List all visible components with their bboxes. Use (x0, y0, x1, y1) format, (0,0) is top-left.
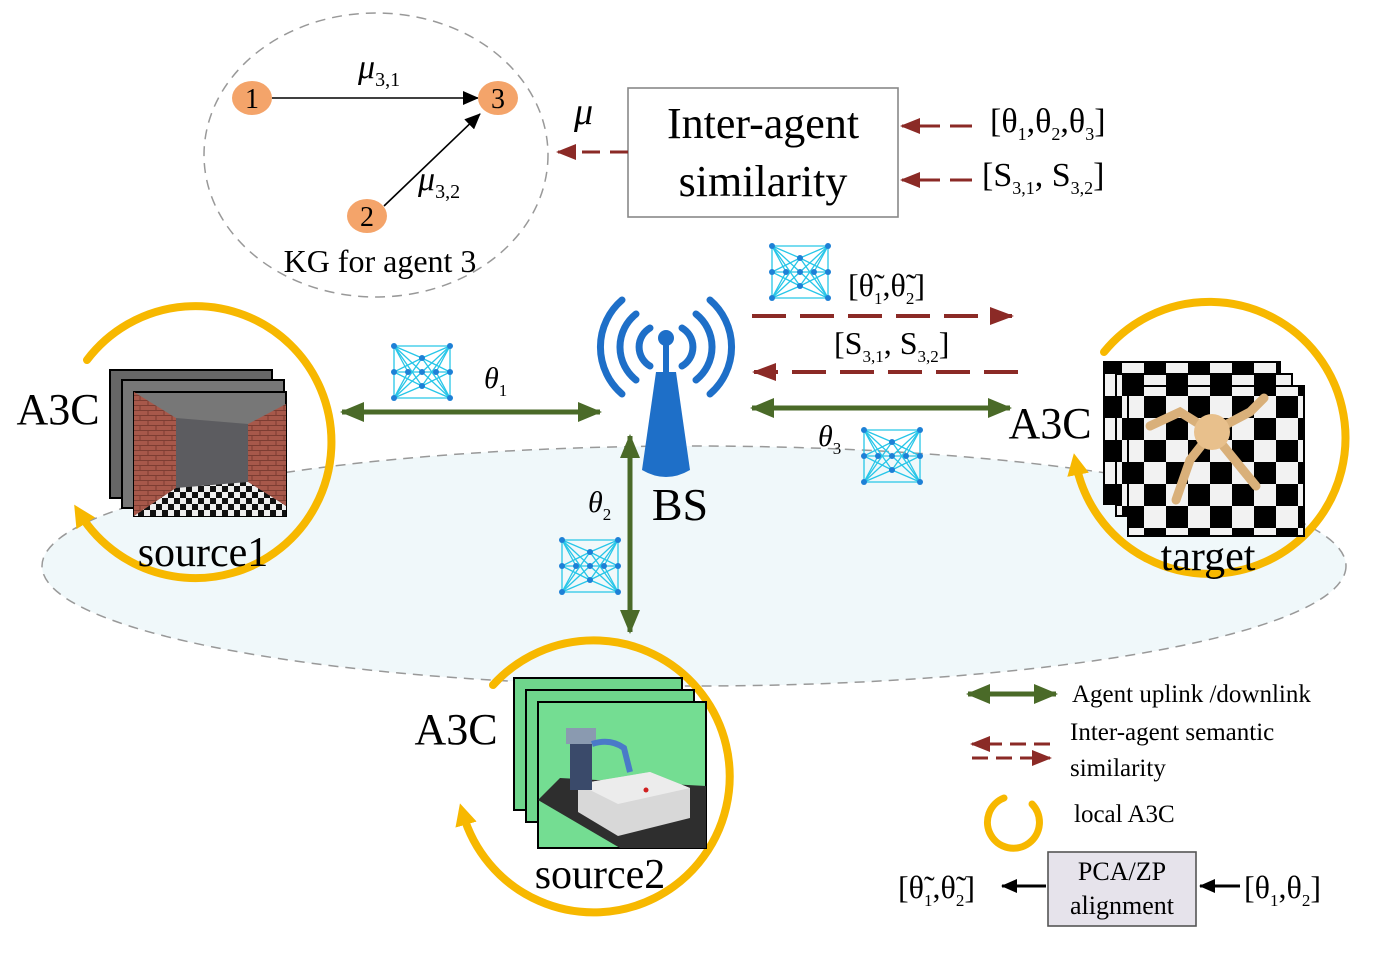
similarity-line1: Inter-agent (667, 99, 859, 148)
kg-node-2 (347, 199, 387, 233)
target-label: target (1161, 534, 1256, 580)
bs-antenna-mast (663, 340, 669, 374)
agent-source2: A3C source2 (414, 636, 734, 917)
nn-icon-source1 (390, 342, 454, 402)
legend-semantic-label-2: similarity (1070, 755, 1166, 782)
base-station: BS (597, 296, 735, 530)
source1-algo-label: A3C (16, 385, 99, 434)
legend-uplink-label: Agent uplink /downlink (1072, 681, 1311, 708)
legend-local-a3c-icon (984, 794, 1043, 852)
source2-algo-label: A3C (414, 705, 497, 754)
kg-edge-2-3 (383, 113, 481, 207)
pca-line2: alignment (1070, 891, 1175, 920)
kg-edge-2-3-label: μ3,2 (417, 161, 460, 203)
pca-output-label: [θ̃1,θ̃2] (898, 869, 975, 910)
pca-box (1047, 851, 1197, 927)
agent-source1: A3C source1 (16, 302, 336, 583)
pca-module: PCA/ZP alignment [θ̃1,θ̃2] [θ1,θ2] (898, 851, 1321, 927)
theta2-label: θ2 (588, 486, 611, 524)
kg-caption: KG for agent 3 (284, 243, 477, 279)
source1-maze-frames (109, 369, 287, 517)
kg-node-1-label: 1 (245, 84, 259, 115)
kg-edge-1-3-label: μ3,1 (357, 49, 400, 91)
target-a3c-loop (1067, 297, 1350, 578)
target-ant-frames (1103, 361, 1305, 537)
similarity-input-1: [θ1,θ2,θ3] (990, 103, 1106, 144)
bs-label: BS (652, 479, 708, 530)
similarity-line2: similarity (679, 157, 848, 206)
kg-boundary (203, 12, 549, 298)
pca-input-label: [θ1,θ2] (1244, 869, 1321, 910)
kg-node-1 (232, 81, 272, 115)
target-semantic-down-label: [S3,1, S3,2] (834, 325, 949, 366)
pca-line1: PCA/ZP (1078, 857, 1166, 886)
similarity-output-label: μ (573, 91, 593, 133)
theta3-label: θ3 (818, 420, 841, 458)
similarity-module: Inter-agent similarity μ [θ1,θ2,θ3] [S3,… (556, 87, 1106, 218)
nn-icon-target-upload (768, 242, 832, 302)
target-algo-label: A3C (1008, 399, 1091, 448)
kg-node-2-label: 2 (360, 202, 374, 233)
bs-antenna-tip (658, 330, 674, 346)
agent-target: A3C target (1008, 297, 1350, 580)
legend-local-label: local A3C (1074, 801, 1175, 828)
bs-antenna-icon (597, 296, 735, 398)
similarity-box (627, 87, 899, 218)
source2-a3c-loop (455, 636, 734, 917)
similarity-input-2: [S3,1, S3,2] (982, 157, 1104, 198)
knowledge-graph: 1 3 2 μ3,1 μ3,2 KG for agent 3 (203, 12, 549, 298)
source2-label: source2 (535, 852, 666, 898)
source1-label: source1 (138, 530, 269, 576)
source2-robot-frames (513, 677, 707, 849)
theta1-label: θ1 (484, 362, 507, 400)
target-semantic-up-label: [θ̃1,θ̃2] (848, 267, 925, 308)
legend-semantic-label-1: Inter-agent semantic (1070, 719, 1274, 746)
source1-a3c-loop (74, 302, 336, 583)
legend: Agent uplink /downlink Inter-agent seman… (966, 681, 1311, 852)
kg-node-3-label: 3 (491, 84, 505, 115)
links: θ1 θ2 θ3 [θ̃1,θ̃2] [S3,1, S3,2] (340, 242, 1018, 634)
kg-node-3 (478, 81, 518, 115)
bs-tower (642, 372, 690, 477)
